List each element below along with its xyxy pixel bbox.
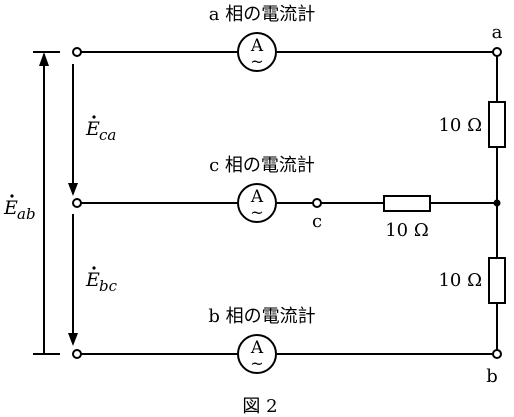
eab-symbol: E	[3, 197, 18, 219]
ammeter-a-symbol: A	[250, 36, 264, 56]
terminal-b-load	[492, 349, 502, 359]
label-node-a: a	[492, 22, 503, 43]
label-eab: E ab	[3, 194, 36, 223]
ammeter-c: A ~	[237, 183, 277, 223]
terminal-c-node	[312, 198, 322, 208]
eab-sub: ab	[17, 205, 36, 223]
label-node-b: b	[486, 366, 498, 387]
eca-dot	[92, 115, 96, 119]
terminal-a-source	[72, 47, 82, 57]
ebc-sub: bc	[99, 277, 118, 295]
resistor-c	[383, 195, 431, 212]
label-node-c: c	[312, 211, 322, 232]
ammeter-c-tilde: ~	[250, 203, 263, 222]
ammeter-a-tilde: ~	[250, 52, 263, 71]
terminal-a-load	[492, 47, 502, 57]
figure-caption: 図 2	[242, 396, 277, 417]
ammeter-b-circle	[237, 334, 277, 374]
terminal-c-source	[72, 198, 82, 208]
label-resistor-c: 10 Ω	[385, 220, 429, 241]
resistor-a	[488, 101, 506, 148]
eca-sub: ca	[99, 126, 116, 144]
wires	[33, 51, 498, 355]
ammeter-a: A ~	[237, 32, 277, 72]
label-resistor-a: 10 Ω	[438, 115, 482, 136]
junction-dot	[493, 199, 501, 207]
resistor-b	[488, 257, 506, 304]
label-ebc: E bc	[85, 266, 118, 295]
terminals	[72, 47, 502, 359]
ammeter-b-tilde: ~	[250, 354, 263, 373]
arrow-eca-head	[68, 183, 78, 196]
eab-dot	[10, 194, 14, 198]
ammeter-b-symbol: A	[250, 338, 264, 358]
label-ammeter-a: a 相の電流計	[209, 4, 315, 25]
ammeter-b: A ~	[237, 334, 277, 374]
label-resistor-b: 10 Ω	[438, 270, 482, 291]
ammeter-c-circle	[237, 183, 277, 223]
ammeter-c-symbol: A	[250, 187, 264, 207]
ammeter-a-circle	[237, 32, 277, 72]
terminal-b-source	[72, 349, 82, 359]
label-ammeter-c: c 相の電流計	[209, 155, 315, 176]
resistors	[383, 101, 506, 304]
arrow-eab-head	[39, 52, 49, 66]
eca-symbol: E	[85, 118, 100, 140]
label-eca: E ca	[85, 115, 116, 144]
ebc-dot	[92, 266, 96, 270]
label-ammeter-b: b 相の電流計	[208, 306, 315, 327]
arrow-ebc-head	[68, 333, 78, 346]
voltage-arrows	[39, 52, 78, 354]
ebc-symbol: E	[85, 269, 100, 291]
